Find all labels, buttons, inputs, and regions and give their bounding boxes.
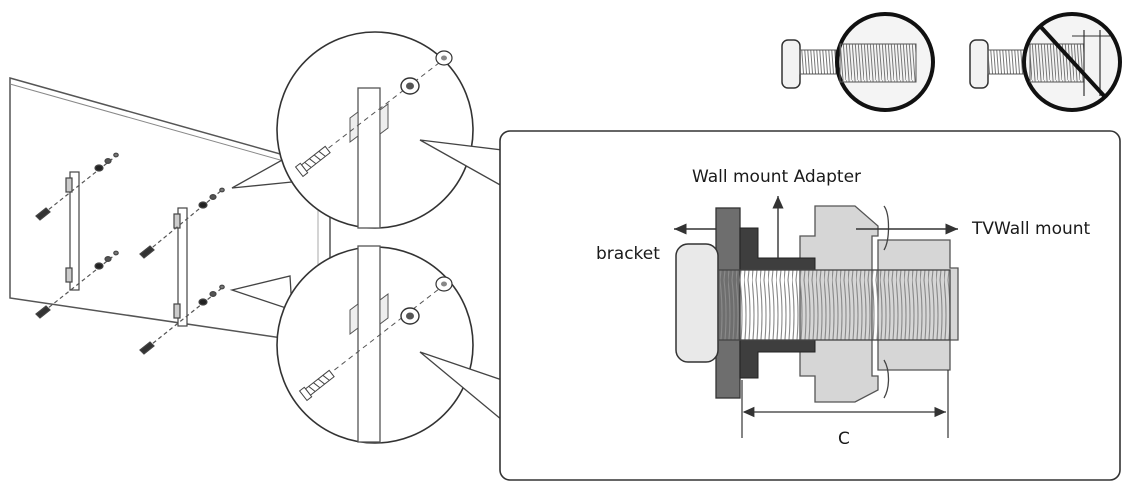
screw-engagement-correct-icon <box>781 12 935 112</box>
screw-set-left-top <box>35 152 119 221</box>
screw-engagement-incorrect-icon <box>969 12 1122 112</box>
screw-set-left-bottom <box>35 250 119 319</box>
magnified-view-top <box>276 31 474 229</box>
washer-stack-bottom <box>400 276 453 325</box>
label-wall-mount-adapter: Wall mount Adapter <box>692 167 861 187</box>
magnified-view-bottom <box>276 245 474 444</box>
washer-stack-top <box>400 50 453 95</box>
screw-head <box>675 243 719 363</box>
screw-set-right-top <box>139 187 225 259</box>
label-bracket: bracket <box>596 244 660 264</box>
screw-shaft <box>717 269 951 341</box>
dimension-c-indicator <box>741 370 949 438</box>
label-tv-wall-mount: TVWall mount <box>971 219 1091 239</box>
label-dimension-c: C <box>838 429 850 449</box>
screw-set-right-bottom <box>139 284 225 355</box>
tv-bracket-right <box>139 187 225 355</box>
tv-bracket-left <box>35 152 119 319</box>
